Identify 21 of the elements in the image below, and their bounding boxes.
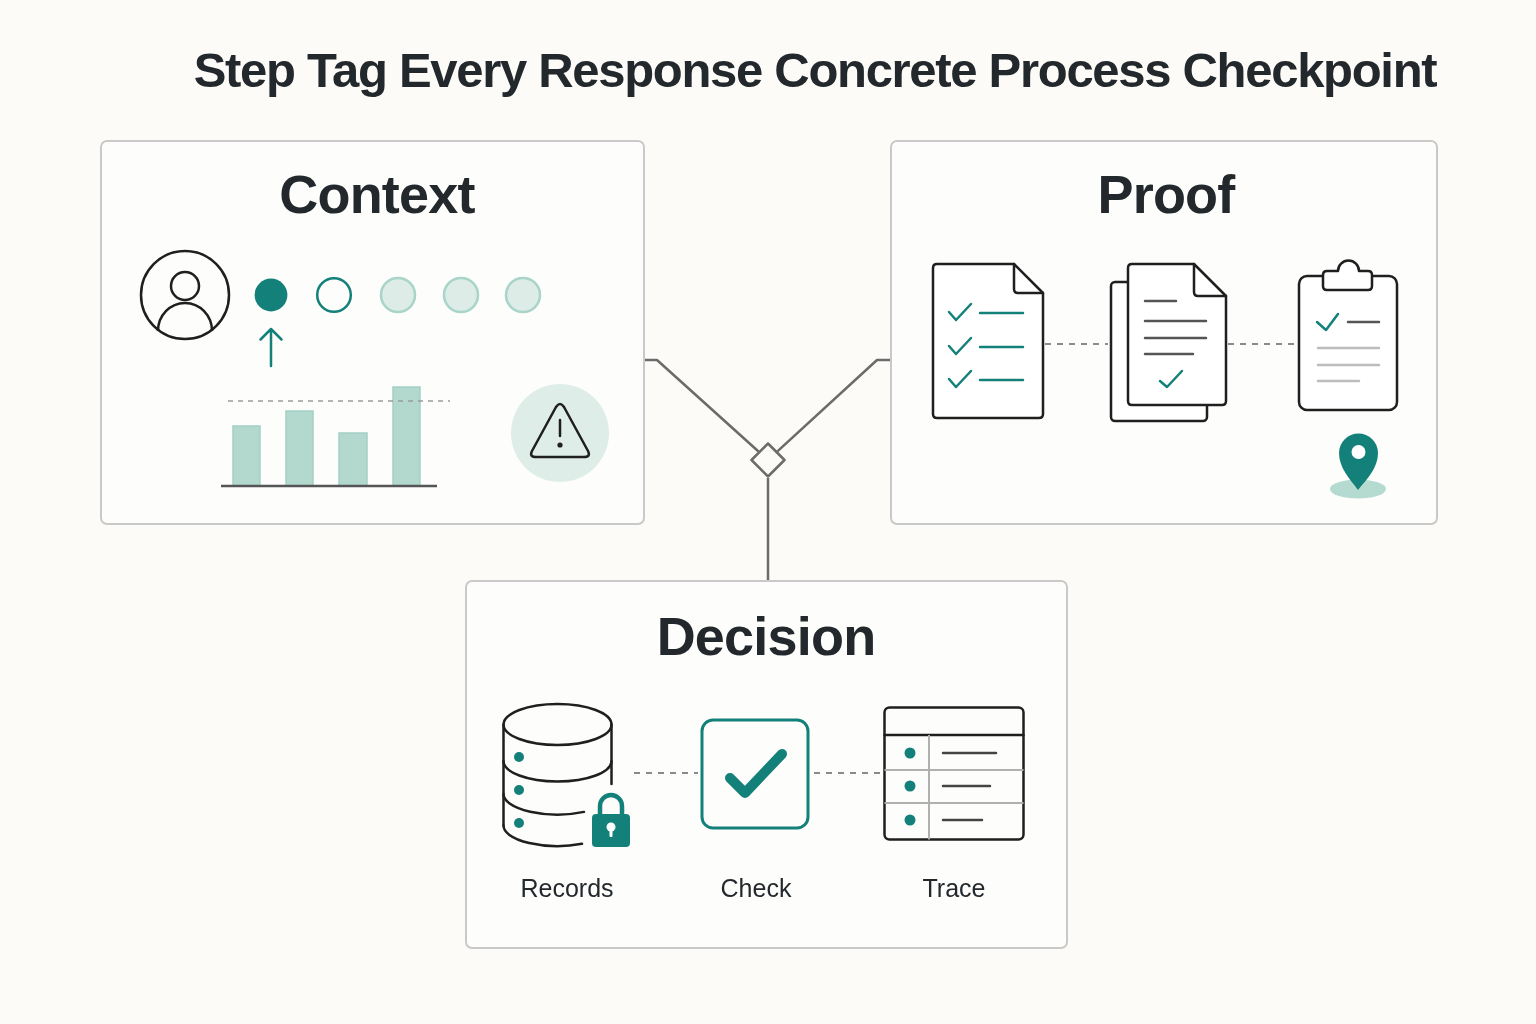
item-label: Trace [922, 873, 986, 904]
connector-line [766, 478, 770, 580]
diagram-title: Step Tag Every Response Concrete Process Checkpoint [193, 42, 1437, 99]
checklist-document-icon [931, 262, 1045, 420]
panel-card [465, 580, 1068, 949]
panel-card [890, 140, 1438, 525]
panel-heading: Decision [656, 606, 876, 666]
dashed-connector [814, 771, 880, 775]
clipboard-icon [1296, 258, 1399, 412]
connector-line [776, 358, 890, 453]
panel-heading: Proof [1097, 164, 1235, 224]
panel-heading: Context [279, 164, 475, 224]
dashed-connector [634, 771, 698, 775]
connector-line [645, 358, 760, 453]
dashed-connector [1045, 342, 1108, 346]
item-label: Records [520, 873, 614, 904]
dashed-connector [1228, 342, 1296, 346]
junction-diamond [750, 442, 786, 478]
item-label: Check [720, 873, 792, 904]
document-stack-icon [1108, 262, 1228, 424]
panel-card [100, 140, 645, 525]
